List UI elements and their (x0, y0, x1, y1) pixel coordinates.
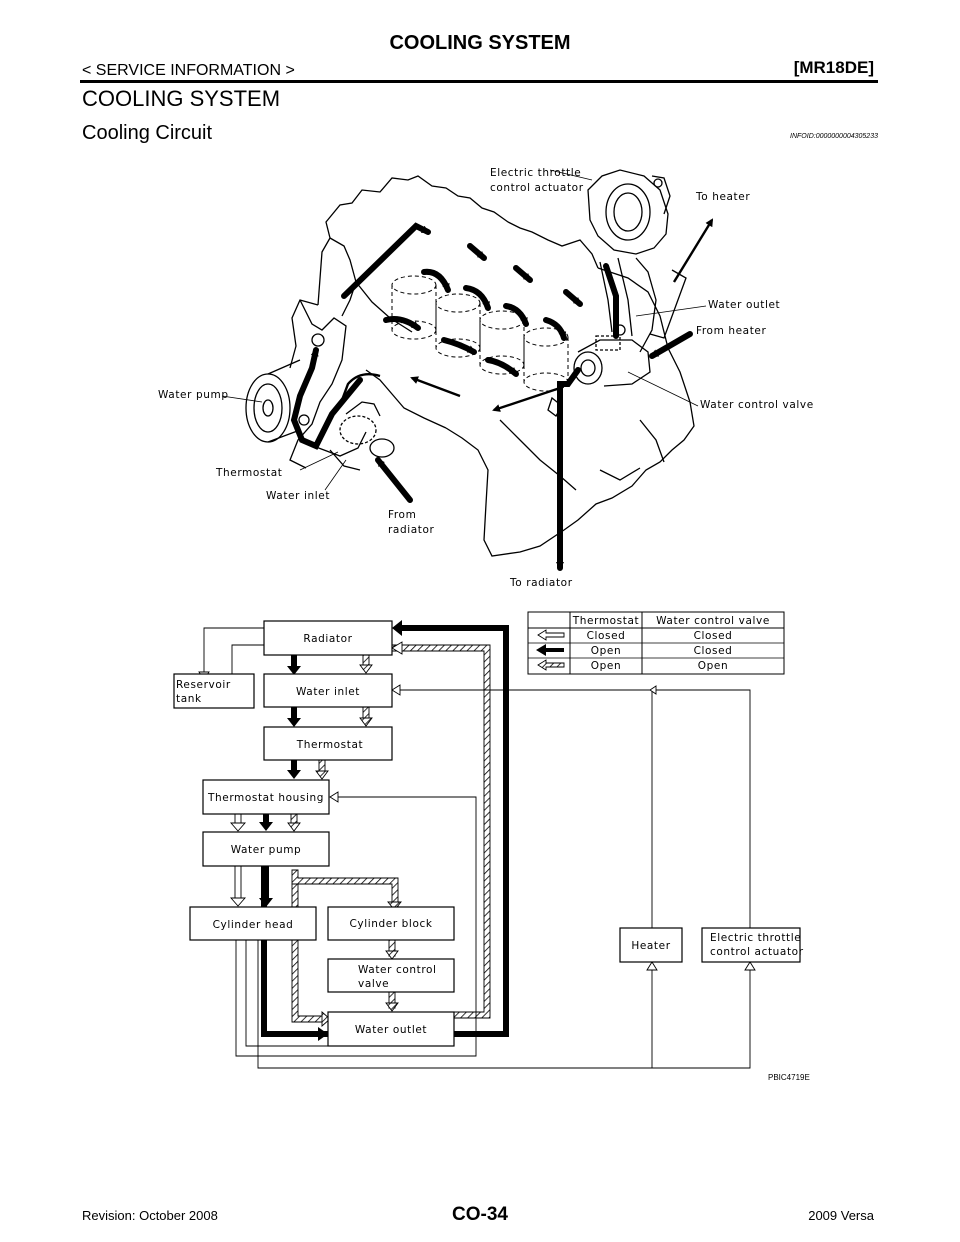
label-to-radiator: To radiator (509, 577, 573, 589)
box-water-control-valve-2: valve (358, 978, 389, 990)
label-to-heater: To heater (695, 191, 750, 203)
legend-table: Thermostat Water control valve Closed Cl… (527, 611, 785, 675)
box-water-pump: Water pump (231, 844, 302, 856)
legend-row3-thermostat: Open (591, 660, 621, 672)
label-water-control-valve: Water control valve (700, 399, 814, 411)
box-reservoir-2: tank (176, 693, 202, 705)
figure-id: PBIC4719E (768, 1073, 810, 1082)
label-water-inlet: Water inlet (266, 490, 330, 502)
solid-arrow-icon (536, 644, 564, 656)
box-cylinder-block: Cylinder block (349, 918, 432, 930)
legend-header-thermostat: Thermostat (572, 615, 639, 627)
legend-header-valve: Water control valve (656, 615, 770, 627)
legend-row1-thermostat: Closed (587, 630, 626, 642)
legend-row2-thermostat: Open (591, 645, 621, 657)
box-water-outlet: Water outlet (355, 1024, 427, 1036)
label-from-radiator-2: radiator (388, 524, 435, 536)
engine-illustration (245, 169, 695, 557)
box-cylinder-head: Cylinder head (213, 919, 294, 931)
hollow-arrow-icon (537, 629, 565, 641)
box-water-control-valve-1: Water control (358, 964, 437, 976)
engine-flow-arrows (290, 222, 693, 571)
engine-labels: Electric throttle control actuator To he… (158, 167, 814, 589)
label-from-heater: From heater (696, 325, 766, 337)
footer-model: 2009 Versa (808, 1208, 874, 1223)
label-throttle-1: Electric throttle (490, 167, 581, 179)
legend-row2-valve: Closed (694, 645, 733, 657)
info-id: INFOID:0000000004305233 (790, 133, 878, 140)
label-water-pump: Water pump (158, 389, 229, 401)
header-model: [MR18DE] (793, 58, 874, 77)
footer-page-number: CO-34 (452, 1204, 508, 1225)
footer-revision: Revision: October 2008 (82, 1208, 218, 1223)
box-radiator: Radiator (303, 633, 352, 645)
label-water-outlet: Water outlet (708, 299, 780, 311)
label-throttle-2: control actuator (490, 182, 584, 194)
box-thermostat: Thermostat (296, 739, 363, 751)
header-section: < SERVICE INFORMATION > (82, 62, 295, 79)
box-heater: Heater (631, 940, 670, 952)
subsection-title: Cooling Circuit (82, 122, 213, 144)
leader-lines (221, 169, 707, 491)
flow-boxes: Radiator Reservoir tank Water inlet Ther… (173, 620, 804, 1047)
label-from-radiator-1: From (388, 509, 416, 521)
label-thermostat: Thermostat (215, 467, 282, 479)
box-throttle-1: Electric throttle (710, 932, 801, 944)
box-throttle-2: control actuator (710, 946, 804, 958)
header-rule (80, 80, 878, 83)
header-title: COOLING SYSTEM (389, 32, 571, 54)
legend-row1-valve: Closed (694, 630, 733, 642)
box-thermostat-housing: Thermostat housing (207, 792, 324, 804)
hatched-arrow-icon (537, 659, 565, 671)
box-reservoir-1: Reservoir (176, 679, 231, 691)
section-title: COOLING SYSTEM (82, 86, 281, 111)
legend-row3-valve: Open (698, 660, 728, 672)
box-water-inlet: Water inlet (296, 686, 360, 698)
